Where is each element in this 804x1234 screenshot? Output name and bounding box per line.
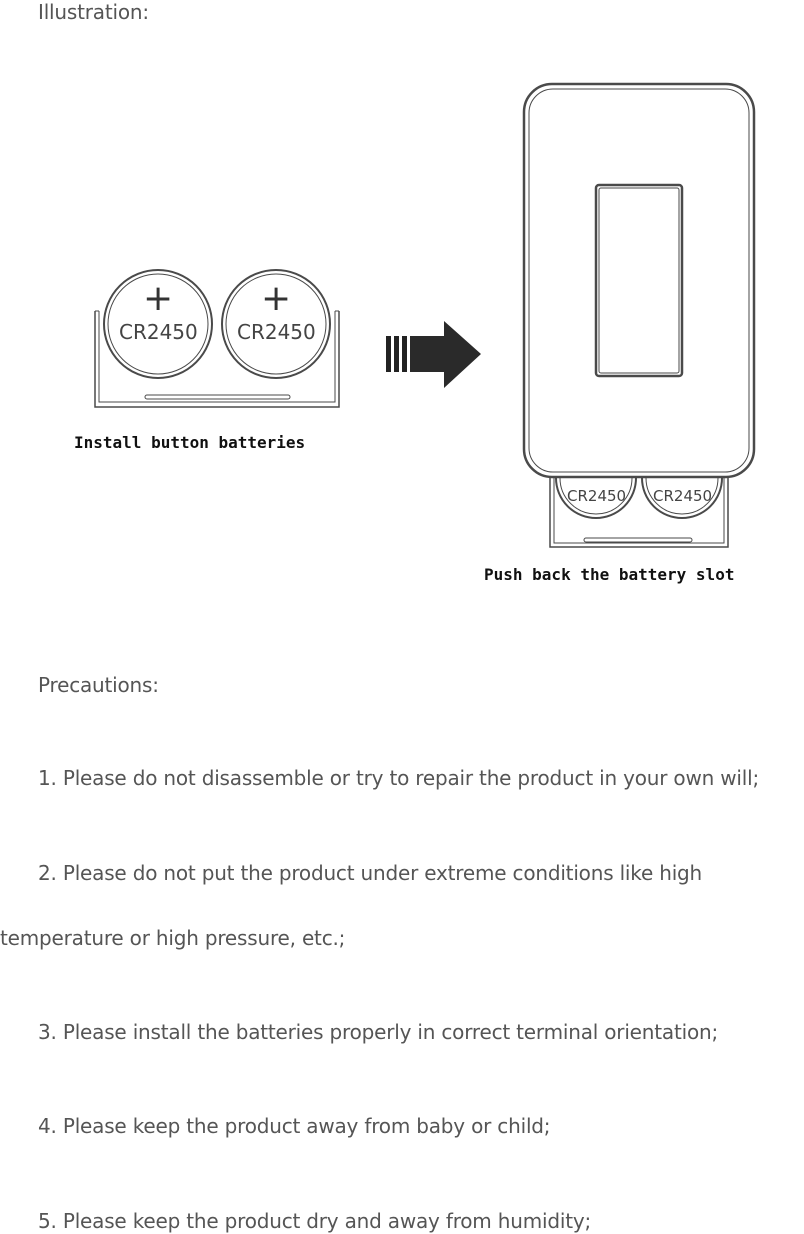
precaution-item-4: 4. Please keep the product away from bab…	[38, 1114, 551, 1138]
caption-push-back-slot: Push back the battery slot	[484, 565, 735, 584]
precaution-item-5: 5. Please keep the product dry and away …	[38, 1209, 592, 1233]
precautions-heading: Precautions:	[38, 673, 159, 697]
precaution-item-2-continued: temperature or high pressure, etc.;	[0, 926, 346, 950]
precaution-item-2: 2. Please do not put the product under e…	[38, 861, 703, 885]
precaution-item-1: 1. Please do not disassemble or try to r…	[38, 766, 760, 790]
slot-battery-label-2: CR2450	[653, 487, 713, 505]
battery-label-1: CR2450	[119, 320, 198, 344]
precaution-item-3: 3. Please install the batteries properly…	[38, 1020, 719, 1044]
illustration-heading: Illustration:	[38, 0, 149, 24]
battery-label-2: CR2450	[237, 320, 316, 344]
caption-install-batteries: Install button batteries	[74, 433, 306, 452]
slot-battery-label-1: CR2450	[567, 487, 627, 505]
battery-cell-2	[221, 269, 331, 379]
plus-sign-1: +	[143, 278, 174, 319]
plus-sign-2: +	[261, 278, 292, 319]
battery-cell-1	[103, 269, 213, 379]
